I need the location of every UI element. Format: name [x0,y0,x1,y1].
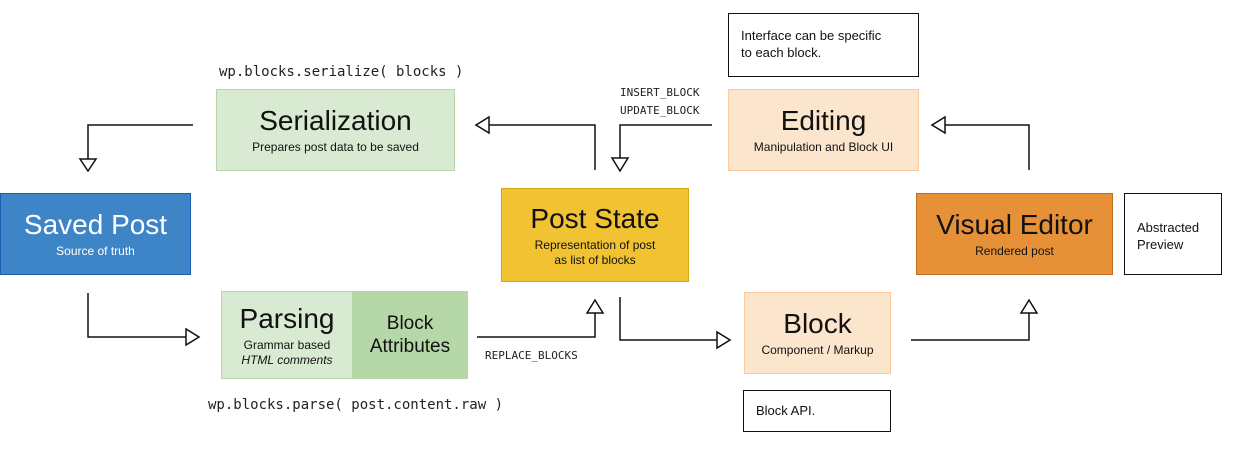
block-api-note-text: Block API. [756,403,816,418]
visual-editor-subtitle: Rendered post [975,244,1054,258]
visual-editor-title: Visual Editor [936,209,1093,240]
block-attributes-line1: Block [386,313,434,334]
block-attributes-line2: Attributes [369,336,451,357]
interface-note-line2: to each block. [741,45,822,60]
arrow-visual-editor-to-editing [945,124,1030,170]
saved-post-node: Saved Post Source of truth [0,193,191,275]
post-state-subtitle-line2: as list of blocks [554,252,636,267]
abstracted-preview-line1: Abstracted [1137,220,1200,235]
editing-title: Editing [780,105,867,136]
editing-node: Editing Manipulation and Block UI [728,89,919,171]
block-api-note: Block API. [743,390,891,432]
replace-blocks-action-label: REPLACE_BLOCKS [485,349,578,362]
serialization-title: Serialization [259,105,412,136]
abstracted-preview-note: Abstracted Preview [1124,193,1222,275]
arrowhead-down-post-state [610,157,630,173]
arrow-block-to-visual-editor [911,313,1030,341]
saved-post-title: Saved Post [23,209,168,240]
arrowhead-up-visual-editor [1019,298,1039,314]
block-attributes-node: Block Attributes [352,291,468,379]
parsing-title: Parsing [239,302,335,334]
serialize-call-label: wp.blocks.serialize( blocks ) [219,64,464,80]
post-state-node: Post State Representation of post as lis… [501,188,689,282]
interface-note-line1: Interface can be specific [741,28,882,43]
block-title: Block [783,308,852,339]
arrow-attributes-to-post-state [477,313,596,338]
saved-post-subtitle: Source of truth [56,244,135,258]
arrow-serialization-to-saved-post [87,124,193,159]
block-subtitle: Component / Markup [761,343,874,357]
parsing-node: Parsing Grammar based HTML comments [221,291,352,379]
serialization-subtitle: Prepares post data to be saved [252,140,419,154]
post-state-subtitle-line1: Representation of post [534,237,656,252]
parsing-subtitle-line2: HTML comments [241,352,333,367]
parsing-subtitle-line1: Grammar based [243,337,331,352]
insert-block-action-label: INSERT_BLOCK [620,86,700,99]
arrowhead-left-editing [930,115,946,135]
arrowhead-up-post-state [585,298,605,314]
parse-call-label: wp.blocks.parse( post.content.raw ) [208,397,504,413]
update-block-action-label: UPDATE_BLOCK [620,104,700,117]
arrowhead-right-block [716,330,732,350]
arrow-post-state-to-serialization [489,124,596,170]
block-node: Block Component / Markup [744,292,891,374]
arrow-post-state-to-block [619,297,717,341]
post-state-title: Post State [530,202,660,234]
arrow-saved-post-to-parsing [87,293,186,338]
arrowhead-right-parsing [185,327,201,347]
abstracted-preview-line2: Preview [1137,237,1184,252]
editing-subtitle: Manipulation and Block UI [753,140,894,154]
interface-note: Interface can be specific to each block. [728,13,919,77]
arrow-editing-to-post-state [619,124,712,158]
visual-editor-node: Visual Editor Rendered post [916,193,1113,275]
arrowhead-left-serialization [474,115,490,135]
serialization-node: Serialization Prepares post data to be s… [216,89,455,171]
arrowhead-down-saved-post [78,158,98,173]
